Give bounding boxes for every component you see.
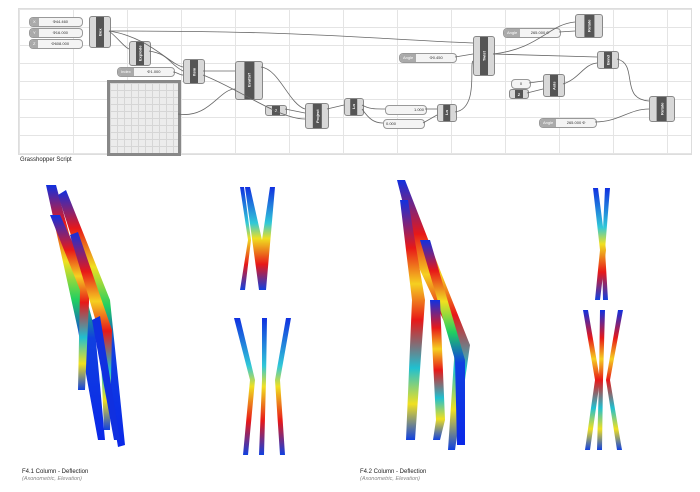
figure-caption-f42: F4.2 Column - Deflection (Axonometric, E…: [360, 469, 427, 482]
script-caption: Grasshopper Script: [20, 157, 72, 163]
node-project[interactable]: Project: [305, 103, 329, 129]
wires: [108, 21, 650, 124]
node-z[interactable]: Z: [265, 105, 287, 116]
node-evalsrf[interactable]: EvalSrf: [235, 61, 263, 100]
f41-axonometric: [46, 185, 125, 447]
node-explode[interactable]: Explode: [129, 41, 151, 66]
f42-elevation: [583, 188, 623, 450]
node-item[interactable]: Item: [183, 59, 205, 84]
node-z-2[interactable]: Z: [509, 89, 529, 99]
node-axis[interactable]: Axis: [543, 74, 565, 97]
f41-elevation: [234, 187, 291, 455]
graph-mapper[interactable]: [107, 80, 181, 156]
node-line-1[interactable]: Ln: [344, 98, 364, 116]
node-line-2[interactable]: Ln: [437, 104, 457, 122]
node-rotate-1[interactable]: Rotate: [575, 14, 603, 38]
node-rotate-2[interactable]: Rotate: [649, 96, 675, 122]
node-twist[interactable]: Twist: [473, 36, 495, 76]
figure-caption-f41: F4.1 Column - Deflection (Axonometric, E…: [22, 469, 89, 482]
panel-2[interactable]: 0.000: [383, 119, 425, 129]
f42-axonometric: [397, 180, 470, 450]
panel-3[interactable]: 0: [511, 79, 531, 89]
node-bend[interactable]: Bend: [597, 51, 619, 69]
panel-1[interactable]: 1.000: [385, 105, 427, 115]
